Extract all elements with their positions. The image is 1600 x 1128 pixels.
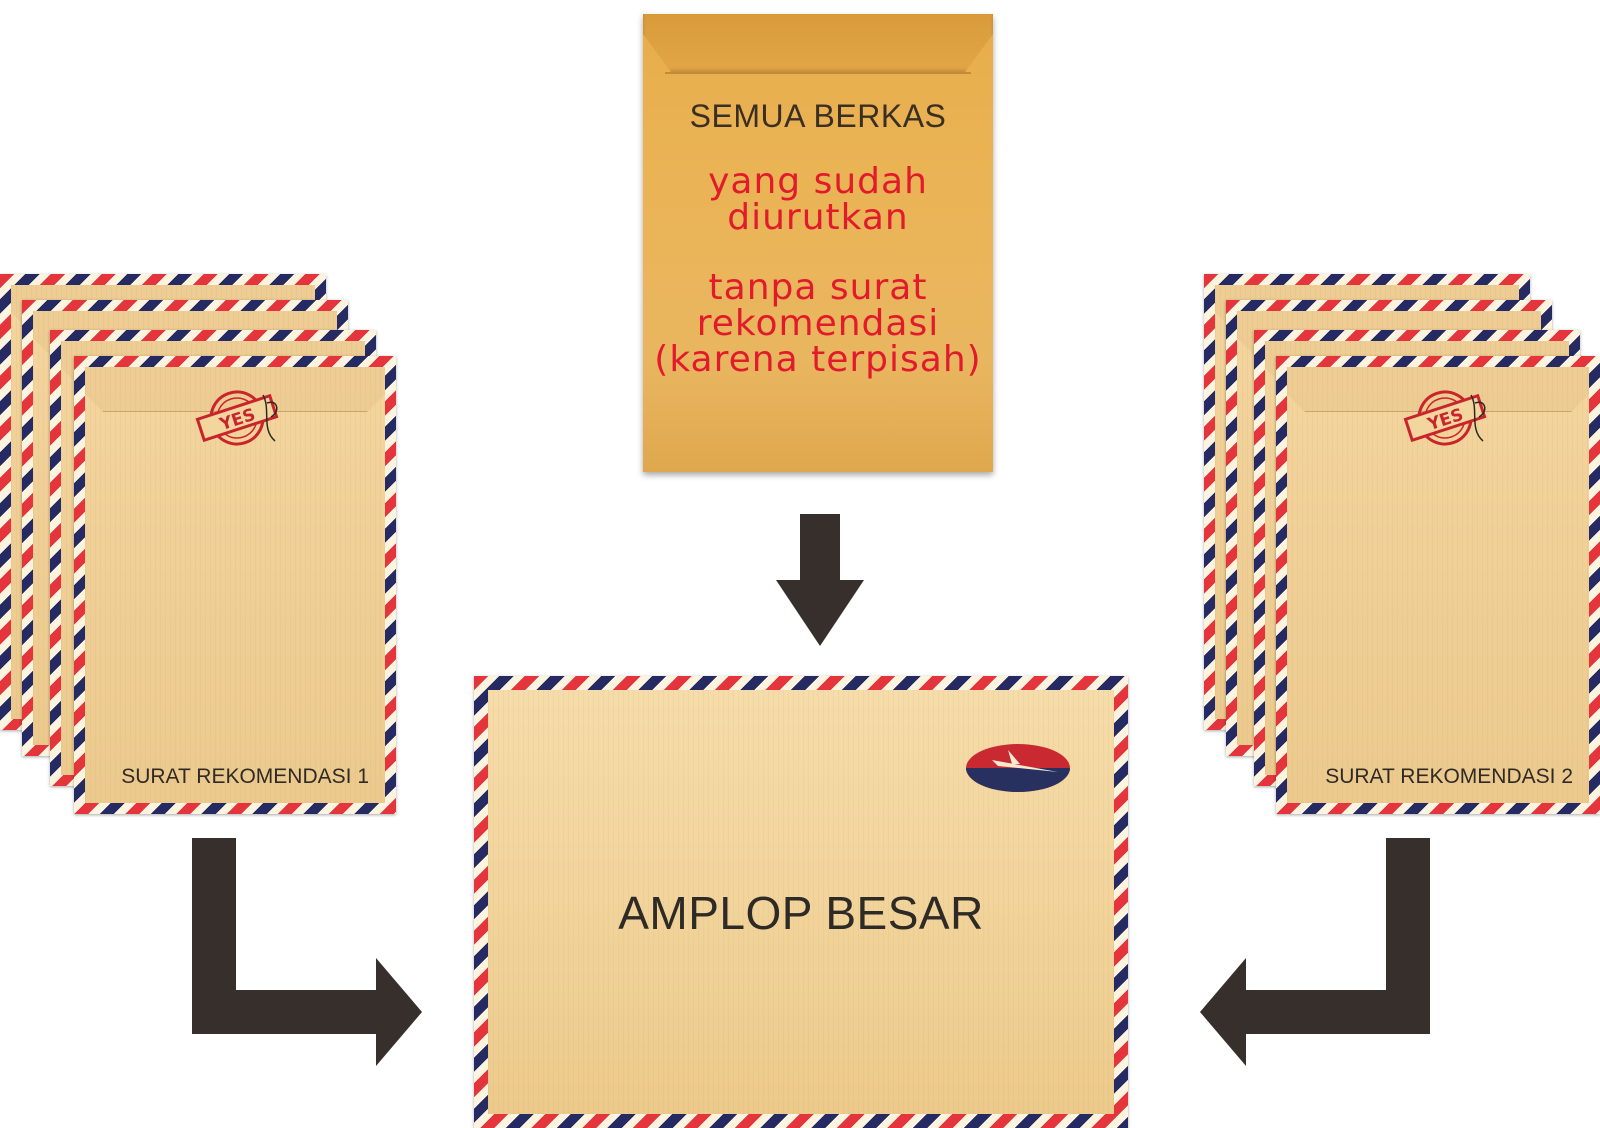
airmail-logo-icon [966, 744, 1070, 792]
left-pointing-l-arrow-icon [1200, 838, 1430, 1066]
berkas-note-line-3: (karena terpisah) [654, 339, 982, 380]
envelope-flap-fold [665, 72, 971, 74]
berkas-envelope: SEMUA BERKAS yang sudah diurutkan tanpa … [643, 14, 993, 472]
big-envelope: AMPLOP BESAR [474, 676, 1128, 1128]
berkas-note-sorted: yang sudah diurutkan [708, 161, 928, 238]
recommendation-label-1: SURAT REKOMENDASI 1 [121, 765, 369, 788]
berkas-note-line-1: tanpa surat [708, 267, 928, 308]
recommendation-label-2: SURAT REKOMENDASI 2 [1325, 765, 1573, 788]
berkas-note-line-2: rekomendasi [696, 303, 940, 344]
yes-stamp-icon: YES [1403, 390, 1487, 446]
envelope-flap [643, 14, 993, 72]
big-envelope-title: AMPLOP BESAR [618, 887, 984, 939]
yes-stamp-icon: YES [195, 390, 279, 446]
down-arrow-icon [776, 514, 864, 646]
right-pointing-l-arrow-icon [192, 838, 422, 1066]
recommendation-envelope-2: YES SURAT REKOMENDASI 2 [1276, 356, 1600, 814]
recommendation-envelope-1: YES SURAT REKOMENDASI 1 [74, 356, 396, 814]
berkas-title: SEMUA BERKAS [689, 98, 947, 134]
